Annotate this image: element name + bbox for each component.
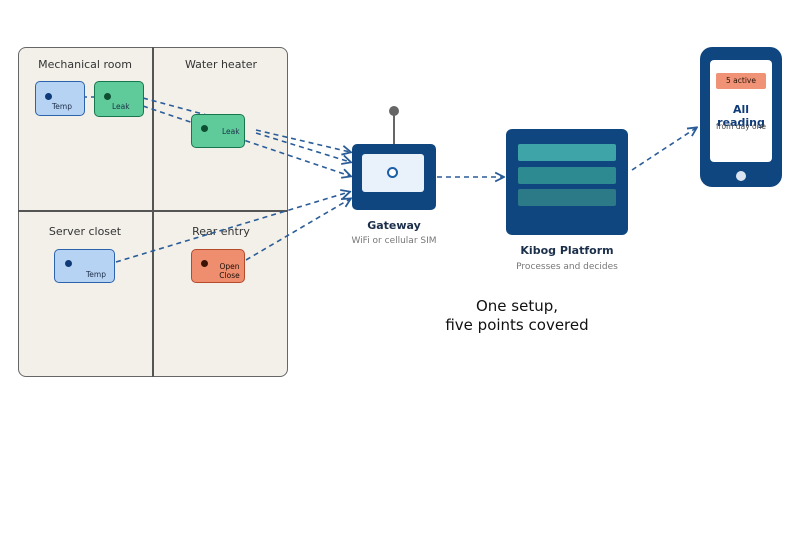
sensor-rear-door[interactable]: Open Close — [191, 249, 245, 283]
sensor-label: Temp — [86, 270, 106, 279]
gateway-subtitle: WiFi or cellular SIM — [351, 236, 437, 246]
wire-heater-leak-to-gateway-2 — [255, 132, 350, 162]
platform-title: Kibog Platform — [520, 244, 614, 257]
sensor-label: Leak — [112, 102, 130, 111]
sensor-label: Temp — [52, 102, 72, 111]
gateway-device[interactable] — [352, 144, 436, 210]
sensor-dot — [45, 93, 52, 100]
room-label-mechanical: Mechanical room — [38, 58, 132, 71]
platform-bar — [518, 189, 616, 206]
antenna-icon — [393, 113, 395, 144]
home-button-icon — [736, 171, 746, 181]
wire-rear-door-to-gateway — [245, 199, 350, 261]
platform-subtitle: Processes and decides — [516, 262, 618, 272]
room-label-water-heater: Water heater — [184, 58, 258, 71]
gateway-title: Gateway — [367, 219, 421, 232]
phone-device[interactable]: 5 active All reading from day one — [700, 47, 782, 187]
floor-plan-wall-vertical — [152, 47, 154, 377]
antenna-tip-icon — [389, 106, 399, 116]
sensor-dot — [65, 260, 72, 267]
sensor-dot — [104, 93, 111, 100]
wire-server-temp-to-gateway — [115, 192, 349, 263]
status-badge: 5 active — [716, 73, 766, 89]
gateway-led-icon — [387, 167, 398, 178]
floor-plan-wall-horizontal — [18, 210, 288, 212]
sensor-dot — [201, 260, 208, 267]
sensor-mech-leak[interactable]: Leak — [94, 81, 144, 117]
platform-bar — [518, 144, 616, 161]
headline-line2: five points covered — [445, 316, 589, 334]
platform-bar — [518, 167, 616, 184]
headline-line1: One setup, — [475, 297, 559, 315]
gateway-screen — [362, 154, 424, 192]
sensor-dot — [201, 125, 208, 132]
sensor-label: Leak — [222, 127, 240, 136]
phone-headline: All reading — [717, 103, 765, 129]
sensor-server-temp[interactable]: Temp — [54, 249, 115, 283]
sensor-heater-leak[interactable]: Leak — [191, 114, 245, 148]
sensor-label-line2: Close — [219, 271, 240, 280]
sensor-mech-temp[interactable]: Temp — [35, 81, 85, 116]
diagram-headline: One setup, five points covered — [445, 297, 588, 335]
wire-platform-to-phone — [631, 128, 696, 171]
phone-screen: 5 active All reading from day one — [710, 60, 772, 162]
sensor-label-line1: Open — [219, 262, 240, 271]
wire-heater-leak-to-gateway-1 — [255, 129, 350, 152]
phone-subtext: from day one — [716, 122, 766, 131]
sensor-label: Open Close — [217, 262, 242, 280]
platform-server[interactable] — [506, 129, 628, 235]
room-label-server-closet: Server closet — [48, 225, 122, 238]
wire-mech-leak-to-gateway — [142, 105, 350, 176]
